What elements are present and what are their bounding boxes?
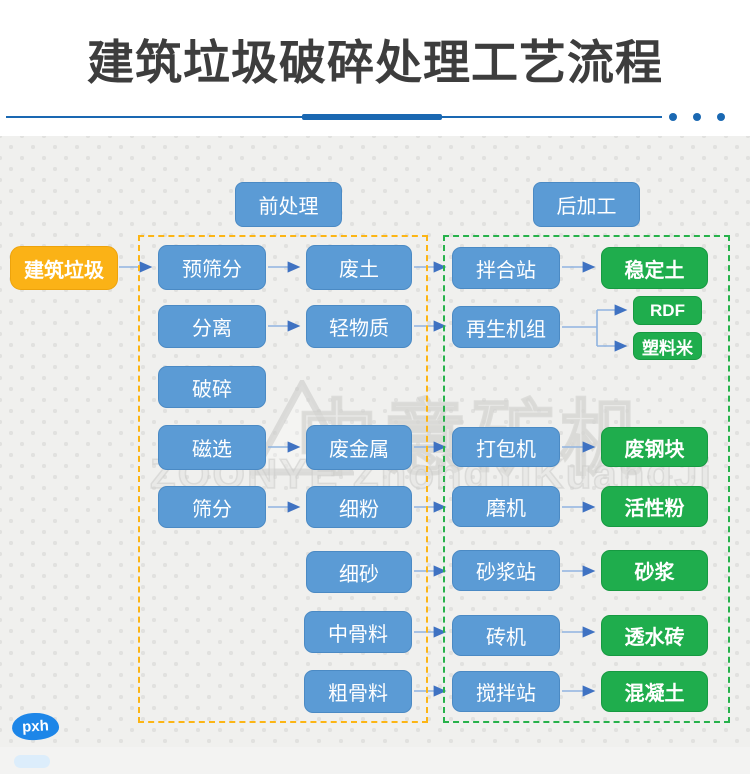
node-coarse-aggregate: 粗骨料 bbox=[304, 670, 412, 713]
post-processing-frame bbox=[443, 235, 730, 723]
node-pre-screening: 预筛分 bbox=[158, 245, 266, 290]
node-magnetic-separation: 磁选 bbox=[158, 425, 266, 470]
node-fine-sand: 细砂 bbox=[306, 551, 412, 593]
node-concrete-station: 搅拌站 bbox=[452, 671, 560, 712]
node-mortar: 砂浆 bbox=[601, 550, 708, 591]
node-brick-machine: 砖机 bbox=[452, 615, 560, 656]
node-mill: 磨机 bbox=[452, 486, 560, 527]
node-fine-powder: 细粉 bbox=[306, 486, 412, 528]
node-stabilized-soil: 稳定土 bbox=[601, 247, 708, 289]
node-mortar-station: 砂浆站 bbox=[452, 550, 560, 591]
node-rdf: RDF bbox=[633, 296, 702, 325]
node-sieving: 筛分 bbox=[158, 486, 266, 528]
node-plastic-pellets: 塑料米 bbox=[633, 332, 702, 360]
node-scrap-steel-block: 废钢块 bbox=[601, 427, 708, 467]
divider-dot bbox=[669, 113, 677, 121]
page-title: 建筑垃圾破碎处理工艺流程 bbox=[87, 36, 663, 89]
node-crushing: 破碎 bbox=[158, 366, 266, 408]
flow-arrows bbox=[119, 261, 628, 697]
group-label-post-processing: 后加工 bbox=[533, 182, 640, 227]
faint-pill bbox=[14, 755, 50, 768]
pre-processing-frame bbox=[138, 235, 428, 723]
node-scrap-metal: 废金属 bbox=[306, 425, 412, 470]
node-mixing-plant: 拌合站 bbox=[452, 247, 560, 289]
node-baler: 打包机 bbox=[452, 427, 560, 467]
node-concrete: 混凝土 bbox=[601, 671, 708, 712]
flowchart-canvas: 中意矿机 ZOONYE ZhongYiKuangJi bbox=[0, 136, 750, 747]
node-active-powder: 活性粉 bbox=[601, 486, 708, 527]
node-medium-aggregate: 中骨料 bbox=[304, 611, 412, 653]
group-label-pre-processing: 前处理 bbox=[235, 182, 342, 227]
node-separation: 分离 bbox=[158, 305, 266, 348]
node-regeneration-unit: 再生机组 bbox=[452, 306, 560, 348]
node-light-material: 轻物质 bbox=[306, 305, 412, 348]
node-waste-soil: 废土 bbox=[306, 245, 412, 290]
footer-strip bbox=[0, 747, 750, 774]
divider-dot bbox=[717, 113, 725, 121]
header: 建筑垃圾破碎处理工艺流程 bbox=[0, 0, 750, 136]
divider-accent bbox=[302, 114, 442, 120]
node-construction-waste: 建筑垃圾 bbox=[10, 246, 118, 290]
divider-dot bbox=[693, 113, 701, 121]
node-permeable-brick: 透水砖 bbox=[601, 615, 708, 656]
